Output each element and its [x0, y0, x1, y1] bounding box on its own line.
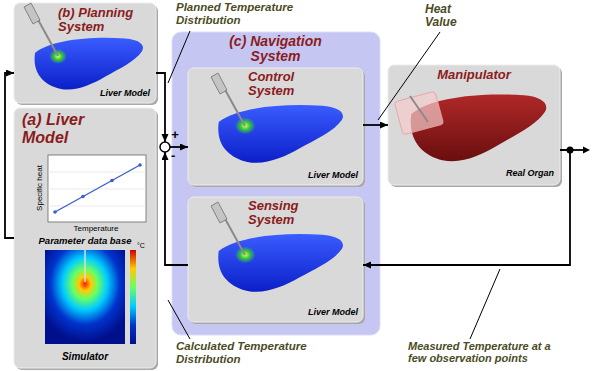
image-caption: Real Organ: [478, 169, 554, 179]
box-background: [14, 108, 156, 368]
image-caption: Liver Model: [80, 89, 150, 99]
system-title: (b) Planning System: [58, 6, 152, 35]
liver-model-image: [218, 105, 343, 163]
color-bar: [130, 250, 136, 344]
image-caption: Simulator: [24, 351, 146, 362]
system-box: ManipulatorReal Organ: [388, 65, 560, 185]
axis-label: Specific heat: [35, 153, 45, 223]
system-title: Manipulator: [398, 68, 550, 82]
summing-junction: +-: [160, 142, 170, 152]
signal-label: Planned Temperature Distribution: [176, 1, 311, 26]
chart-frame: [48, 155, 146, 222]
image-caption: Parameter data base: [24, 236, 146, 246]
junction-circle: [160, 142, 170, 152]
probe-image: [24, 3, 58, 56]
panel-background: [172, 32, 380, 335]
sign-label: -: [171, 149, 181, 163]
liver-model-image: [35, 38, 143, 90]
box-background: [14, 3, 156, 103]
output-arrowhead: [583, 147, 590, 154]
axis-label: Temperature: [56, 224, 136, 234]
chart-points: [53, 163, 142, 214]
system-title: (a) Liver Model: [22, 111, 114, 146]
system-box: Control SystemLiver Model: [188, 68, 363, 185]
signal-arrow: [165, 152, 188, 265]
box-background: [388, 65, 560, 185]
signal-label: Heat Value: [425, 3, 475, 29]
signal-arrow: [363, 150, 570, 265]
leader-line: [378, 32, 440, 120]
signal-label: Measured Temperature at a few observatio…: [408, 340, 560, 364]
signal-label: Calculated Temperature Distribution: [176, 340, 311, 365]
heat-map: [45, 250, 125, 344]
probe-image: [211, 73, 245, 126]
system-box: (a) Liver ModelParameter data baseSimula…: [14, 108, 156, 368]
manipulator-needle: [410, 96, 428, 122]
sign-label: +: [171, 128, 181, 142]
unit-label: °C: [137, 241, 151, 251]
system-title: Control System: [248, 70, 328, 99]
signal-arrow: [170, 146, 188, 148]
heat-map-needle: [84, 250, 86, 282]
signal-arrow: [156, 73, 165, 142]
manipulator-image: [394, 91, 443, 135]
chart-line: [55, 165, 140, 212]
box-background: [188, 68, 363, 185]
leader-line: [470, 269, 500, 339]
liver-model-image: [218, 234, 343, 292]
signal-arrow: [363, 124, 388, 126]
image-caption: Liver Model: [288, 308, 358, 318]
system-box: (b) Planning SystemLiver Model: [14, 3, 156, 103]
probe-image: [211, 202, 245, 255]
leader-line: [168, 300, 190, 339]
signal-arrow: [5, 73, 14, 238]
system-title: (c) Navigation System: [213, 34, 338, 65]
system-panel: (c) Navigation SystemControl SystemLiver…: [172, 32, 380, 335]
system-box: Sensing SystemLiver Model: [188, 197, 363, 322]
box-background: [188, 197, 363, 322]
system-title: Sensing System: [248, 199, 328, 228]
leader-line: [168, 31, 190, 83]
image-caption: Liver Model: [288, 171, 358, 181]
